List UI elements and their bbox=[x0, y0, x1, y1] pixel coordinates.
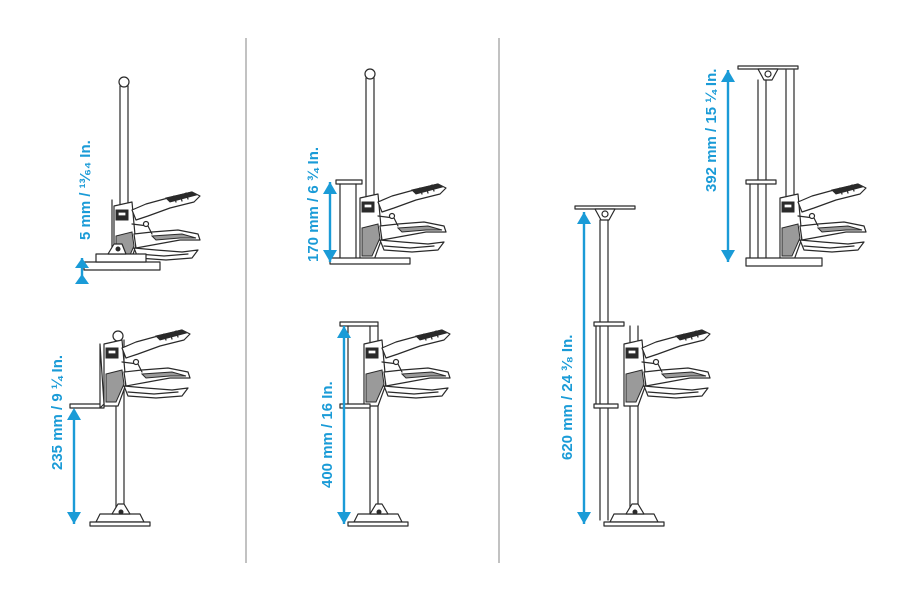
dimension-170mm: 170 mm / 6 ¾ In. bbox=[305, 147, 337, 262]
dimension-label-170mm: 170 mm / 6 ¾ In. bbox=[305, 147, 322, 262]
dimension-label-392mm: 392 mm / 15 ¼ In. bbox=[703, 69, 720, 192]
dimension-label-235mm: 235 mm / 9 ¼ In. bbox=[49, 355, 66, 470]
dimension-5mm: 5 mm / ¹³⁄₆₄ In. bbox=[75, 140, 94, 284]
clamp-panel-retracted bbox=[737, 65, 867, 267]
clamp-panel-retracted bbox=[329, 68, 447, 265]
clamp-panel-extended bbox=[69, 329, 191, 527]
clamp-panel-extended bbox=[339, 321, 451, 527]
dimension-label-400mm: 400 mm / 16 In. bbox=[319, 381, 336, 488]
dimension-400mm: 400 mm / 16 In. bbox=[319, 326, 351, 524]
dimension-label-5mm: 5 mm / ¹³⁄₆₄ In. bbox=[77, 140, 94, 240]
dimension-235mm: 235 mm / 9 ¼ In. bbox=[49, 355, 81, 524]
dimension-620mm: 620 mm / 24 ³⁄₈ In. bbox=[559, 212, 591, 524]
dimension-392mm: 392 mm / 15 ¼ In. bbox=[703, 69, 735, 262]
clamp-panel-extended bbox=[574, 205, 711, 527]
dimension-label-620mm: 620 mm / 24 ³⁄₈ In. bbox=[559, 335, 576, 460]
clamp-panel-retracted bbox=[83, 76, 201, 271]
